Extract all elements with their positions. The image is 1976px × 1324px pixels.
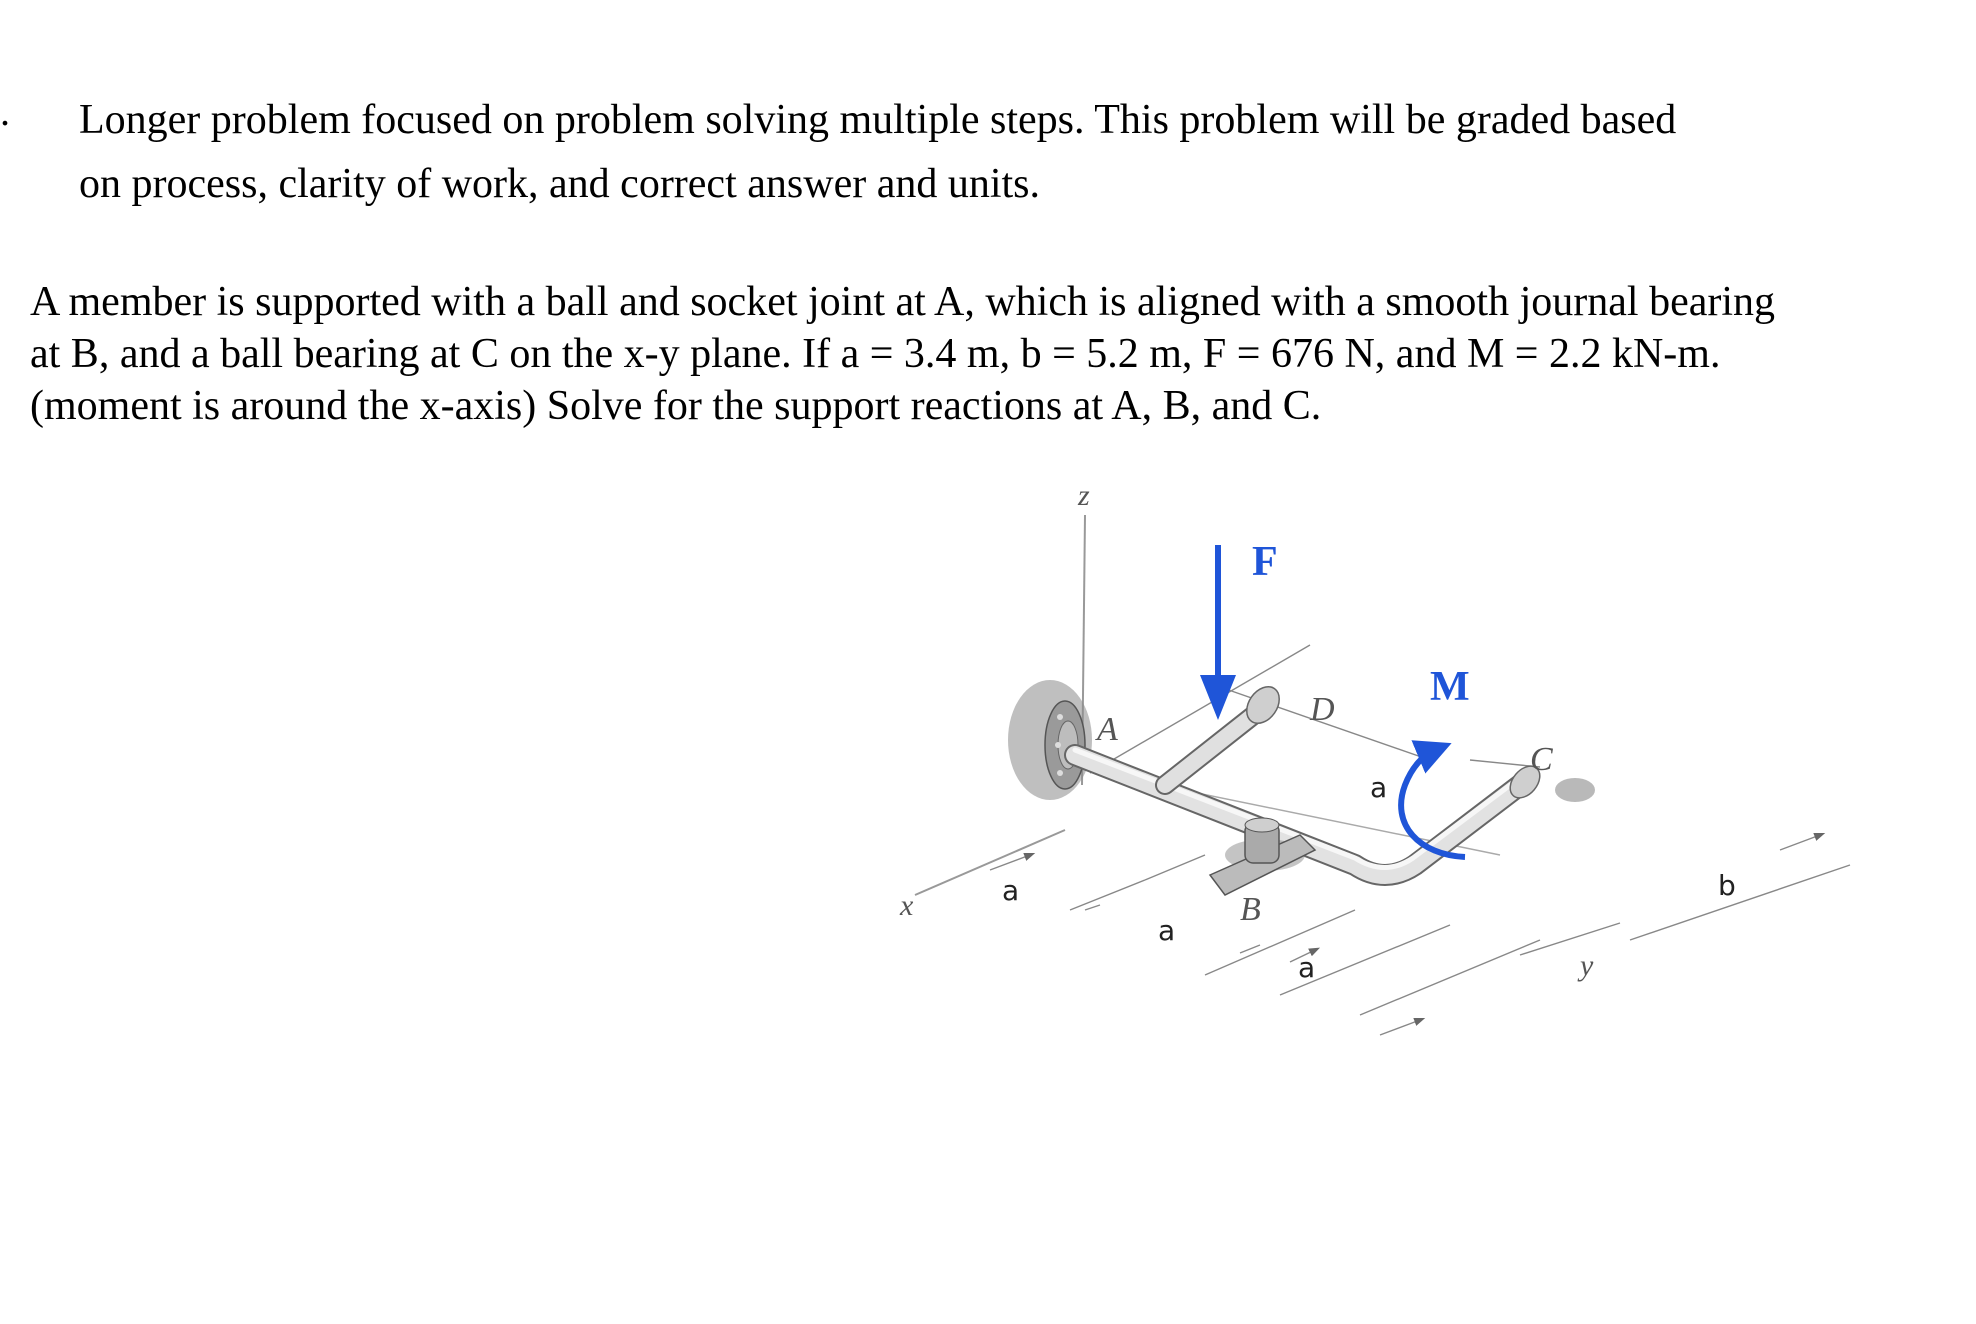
problem-line-3: (moment is around the x-axis) Solve for … <box>30 383 1322 429</box>
dimension-label-a-4: a <box>1370 771 1387 804</box>
list-bullet: . <box>0 89 10 134</box>
problem-statement: A member is supported with a ball and so… <box>30 276 1775 432</box>
problem-line-2: at B, and a ball bearing at C on the x-y… <box>30 331 1721 377</box>
point-label-b: B <box>1240 891 1261 928</box>
moment-label-m: M <box>1430 664 1470 710</box>
dimension-label-a-1: a <box>1002 874 1019 907</box>
dimension-label-b: b <box>1718 869 1736 902</box>
point-label-c: C <box>1530 741 1553 778</box>
force-label-f: F <box>1252 539 1278 585</box>
intro-text: Longer problem focused on problem solvin… <box>79 88 1676 216</box>
journal-bearing-b <box>1208 817 1317 896</box>
problem-line-1: A member is supported with a ball and so… <box>30 279 1776 325</box>
x-axis <box>914 829 1066 896</box>
dimension-label-a-2: a <box>1158 914 1175 947</box>
socket-support-a <box>1008 680 1092 800</box>
member-rod <box>1064 686 1531 886</box>
axis-label-y: y <box>1577 949 1594 982</box>
dimension-lines <box>989 644 1851 1036</box>
ball-bearing-c <box>1509 765 1595 802</box>
moment-arrow-m <box>1398 740 1466 860</box>
dimension-label-a-3: a <box>1298 951 1315 984</box>
axis-label-x: x <box>899 889 914 922</box>
member-diagram-svg: z x y A B C D F M a a a a b <box>899 479 1851 1036</box>
intro-line-2: on process, clarity of work, and correct… <box>79 161 1041 207</box>
force-arrow-f <box>1200 545 1236 720</box>
intro-line-1: Longer problem focused on problem solvin… <box>79 97 1677 143</box>
point-label-d: D <box>1309 691 1335 728</box>
member-diagram: z x y A B C D F M a a a a b <box>860 455 1880 1060</box>
point-label-a: A <box>1095 711 1118 748</box>
axis-label-z: z <box>1077 479 1090 512</box>
